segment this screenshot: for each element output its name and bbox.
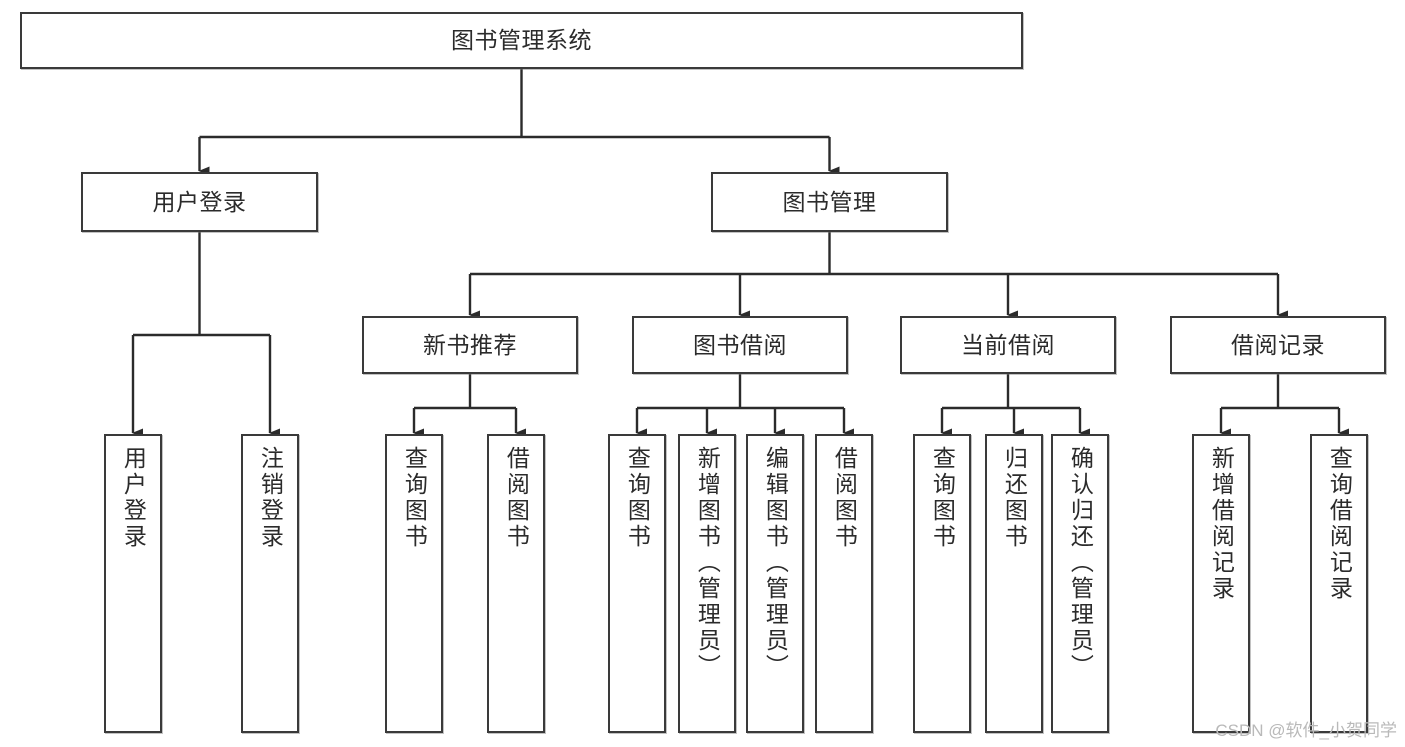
node-leaf-add-book[interactable]: 新增图书（管理员） [678,434,736,733]
node-label-leaf-query-book-c: 查询图书 [929,446,956,550]
node-label-book-mgmt: 图书管理 [782,188,877,215]
node-label-leaf-borrow-book-b: 借阅图书 [831,446,858,550]
node-leaf-borrow-book-a[interactable]: 借阅图书 [487,434,545,733]
node-label-leaf-query-book-b: 查询图书 [624,446,651,550]
node-label-new-book-rec: 新书推荐 [423,331,517,358]
node-label-leaf-logout: 注销登录 [257,446,284,550]
node-label-user-login: 用户登录 [152,188,247,215]
node-label-leaf-add-book: 新增图书（管理员） [694,446,721,680]
node-new-book-rec[interactable]: 新书推荐 [362,316,578,374]
connector-lines [131,69,1349,438]
node-label-leaf-query-record: 查询借阅记录 [1326,446,1353,602]
node-borrow-record[interactable]: 借阅记录 [1170,316,1386,374]
node-label-leaf-user-login: 用户登录 [120,446,147,550]
node-leaf-add-record[interactable]: 新增借阅记录 [1192,434,1250,733]
node-leaf-confirm-return[interactable]: 确认归还（管理员） [1051,434,1109,733]
node-label-leaf-add-record: 新增借阅记录 [1208,446,1235,602]
node-leaf-borrow-book-b[interactable]: 借阅图书 [815,434,873,733]
node-leaf-query-book-b[interactable]: 查询图书 [608,434,666,733]
node-leaf-logout[interactable]: 注销登录 [241,434,299,733]
node-book-mgmt[interactable]: 图书管理 [711,172,948,232]
node-label-leaf-confirm-return: 确认归还（管理员） [1067,446,1094,680]
node-root[interactable]: 图书管理系统 [20,12,1023,69]
node-label-leaf-edit-book: 编辑图书（管理员） [762,446,789,680]
node-leaf-query-book-c[interactable]: 查询图书 [913,434,971,733]
node-label-leaf-borrow-book-a: 借阅图书 [503,446,530,550]
node-label-root: 图书管理系统 [451,27,592,54]
node-current-borrow[interactable]: 当前借阅 [900,316,1116,374]
node-label-borrow-record: 借阅记录 [1231,331,1325,358]
node-leaf-user-login[interactable]: 用户登录 [104,434,162,733]
node-user-login[interactable]: 用户登录 [81,172,318,232]
node-leaf-query-book-a[interactable]: 查询图书 [385,434,443,733]
node-book-borrow[interactable]: 图书借阅 [632,316,848,374]
node-label-leaf-query-book-a: 查询图书 [401,446,428,550]
node-leaf-query-record[interactable]: 查询借阅记录 [1310,434,1368,733]
node-label-current-borrow: 当前借阅 [961,331,1055,358]
node-label-book-borrow: 图书借阅 [693,331,787,358]
node-label-leaf-return-book: 归还图书 [1001,446,1028,550]
node-leaf-edit-book[interactable]: 编辑图书（管理员） [746,434,804,733]
node-leaf-return-book[interactable]: 归还图书 [985,434,1043,733]
